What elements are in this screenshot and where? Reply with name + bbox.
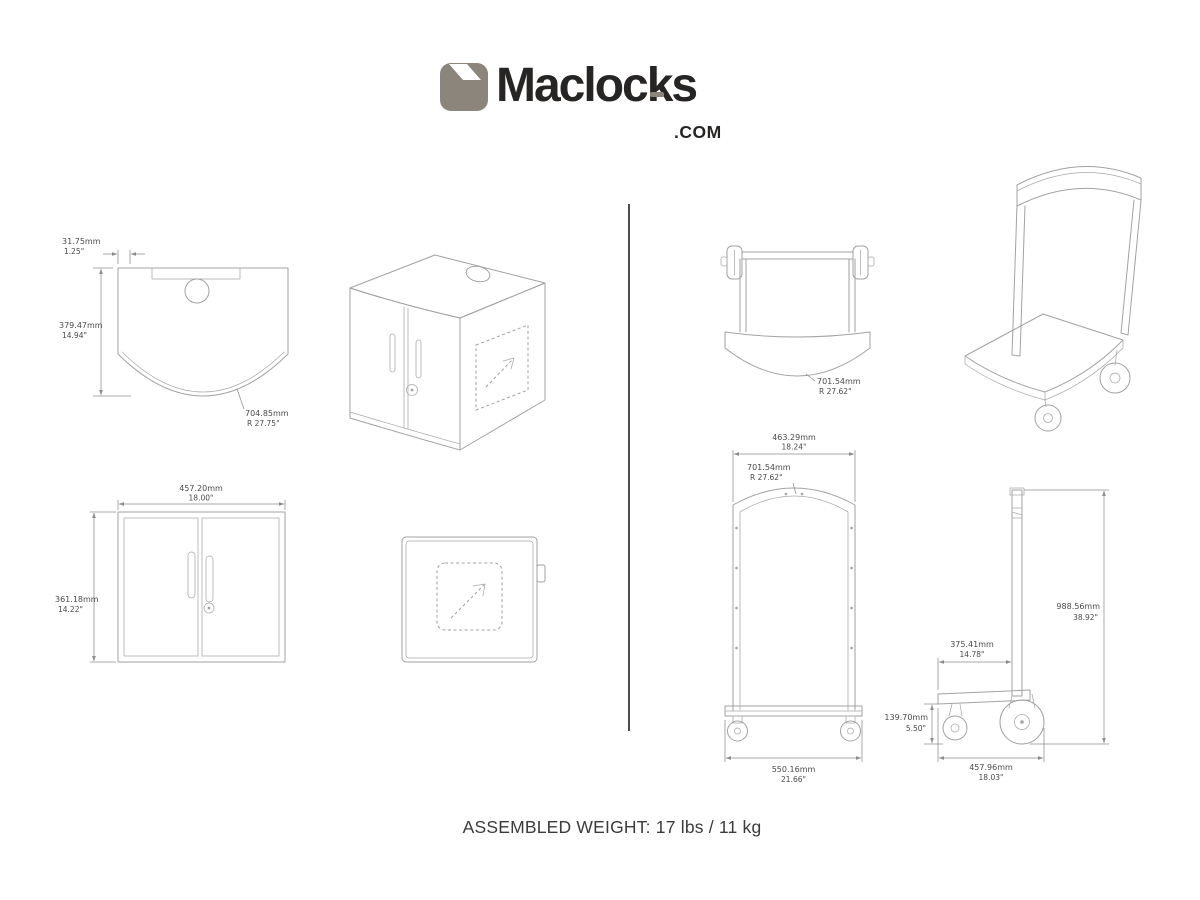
cabinet-side-vent xyxy=(436,562,503,631)
dim-label: 14.22" xyxy=(58,605,83,614)
logo-dash xyxy=(650,92,664,97)
cart-rear-dimensions: 701.54mm R 27.62" xyxy=(805,373,861,396)
cabinet-front-dimensions: 457.20mm 18.00" 361.18mm 14.22" xyxy=(55,484,286,663)
divider-line xyxy=(628,204,630,731)
dim-label: 457.96mm xyxy=(969,763,1013,772)
logo: Maclocks .COM xyxy=(438,58,798,153)
dim-label: 14.94" xyxy=(62,331,87,340)
dim-label: R 27.75" xyxy=(247,419,280,428)
dim-label: 18.03" xyxy=(979,773,1004,782)
cabinet-side-view-drawing xyxy=(401,536,546,663)
caster-wheel xyxy=(1099,362,1131,394)
dim-label: 18.00" xyxy=(189,494,214,503)
dim-label: 1.25" xyxy=(64,247,84,256)
dim-label: 550.16mm xyxy=(772,765,816,774)
dim-label: 988.56mm xyxy=(1056,602,1100,611)
dim-label: 463.29mm xyxy=(772,433,816,442)
dim-label: 379.47mm xyxy=(59,321,103,330)
lock xyxy=(406,384,418,396)
dim-label: R 27.62" xyxy=(819,387,852,396)
post xyxy=(1011,489,1023,697)
dim-label: 361.18mm xyxy=(55,595,99,604)
front-post xyxy=(1011,204,1026,357)
cart-isometric-drawing xyxy=(964,166,1142,432)
cart-front-body xyxy=(724,487,863,742)
rear-wheel xyxy=(999,699,1045,745)
cabinet-side-body xyxy=(401,536,546,663)
cabinet-front-body xyxy=(117,511,286,663)
cart-side-dimensions: 988.56mm 38.92" 375.41mm 14.78" 139.70mm… xyxy=(884,489,1109,782)
right-door xyxy=(201,517,280,657)
dim-label: 701.54mm xyxy=(817,377,861,386)
cabinet-top-outline xyxy=(117,267,289,397)
dim-label: 375.41mm xyxy=(950,640,994,649)
dim-label: 18.24" xyxy=(782,443,807,452)
cabinet-isometric-drawing xyxy=(349,254,546,451)
dim-label: 704.85mm xyxy=(245,409,289,418)
cart-rear-view-drawing: 701.54mm R 27.62" xyxy=(720,245,875,396)
cart-side-view-drawing: 988.56mm 38.92" 375.41mm 14.78" 139.70mm… xyxy=(884,487,1109,782)
dim-label: R 27.62" xyxy=(750,473,783,482)
cart-rear-body xyxy=(720,245,875,377)
base-platform xyxy=(724,331,871,377)
cabinet-top-dimensions: 31.75mm 1.25" 379.47mm 14.94" 704.85mm R… xyxy=(59,237,289,428)
door-handle xyxy=(205,555,214,603)
base-platform xyxy=(937,689,1031,705)
brand-tld: .COM xyxy=(674,122,722,142)
side-knob xyxy=(536,564,546,583)
cart-iso-body xyxy=(964,166,1142,401)
cart-front-dimensions: 463.29mm 18.24" 701.54mm R 27.62" 550.16… xyxy=(724,433,863,784)
door-handle xyxy=(389,333,396,373)
cabinet-top-view-drawing: 31.75mm 1.25" 379.47mm 14.94" 704.85mm R… xyxy=(59,237,289,428)
cable-hole xyxy=(465,265,491,283)
cart-side-body xyxy=(937,487,1045,745)
cart-iso-casters xyxy=(1034,349,1131,432)
dim-label: 31.75mm xyxy=(62,237,101,246)
dim-label: 139.70mm xyxy=(884,713,928,722)
maclocks-logo-icon xyxy=(440,63,488,111)
brand-name: Maclocks xyxy=(496,59,698,112)
dim-label: 21.66" xyxy=(781,775,806,784)
cable-hole xyxy=(184,278,210,304)
cabinet-front-view-drawing: 457.20mm 18.00" 361.18mm 14.22" xyxy=(55,484,286,663)
assembled-weight-text: ASSEMBLED WEIGHT: 17 lbs / 11 kg xyxy=(462,817,762,837)
caster-wheel xyxy=(840,720,861,742)
front-caster xyxy=(942,715,968,741)
rear-post xyxy=(1120,199,1142,336)
dim-label: 701.54mm xyxy=(747,463,791,472)
dim-label: 38.92" xyxy=(1073,613,1098,622)
dim-label: 5.50" xyxy=(906,724,926,733)
cabinet-iso-body xyxy=(349,254,546,451)
door-handle xyxy=(187,551,196,599)
base-platform xyxy=(964,313,1124,393)
cabinet-iso-vent xyxy=(475,324,529,411)
caster-wheel xyxy=(1034,404,1062,432)
dim-label: 14.78" xyxy=(960,650,985,659)
lock xyxy=(203,602,215,614)
cabinet-iso-doors xyxy=(389,306,422,430)
dim-label: 457.20mm xyxy=(179,484,223,493)
caster-wheel xyxy=(727,720,748,742)
left-door xyxy=(123,517,199,657)
cart-front-view-drawing: 463.29mm 18.24" 701.54mm R 27.62" 550.16… xyxy=(724,433,863,784)
door-handle xyxy=(415,339,422,379)
handle xyxy=(1016,166,1142,207)
